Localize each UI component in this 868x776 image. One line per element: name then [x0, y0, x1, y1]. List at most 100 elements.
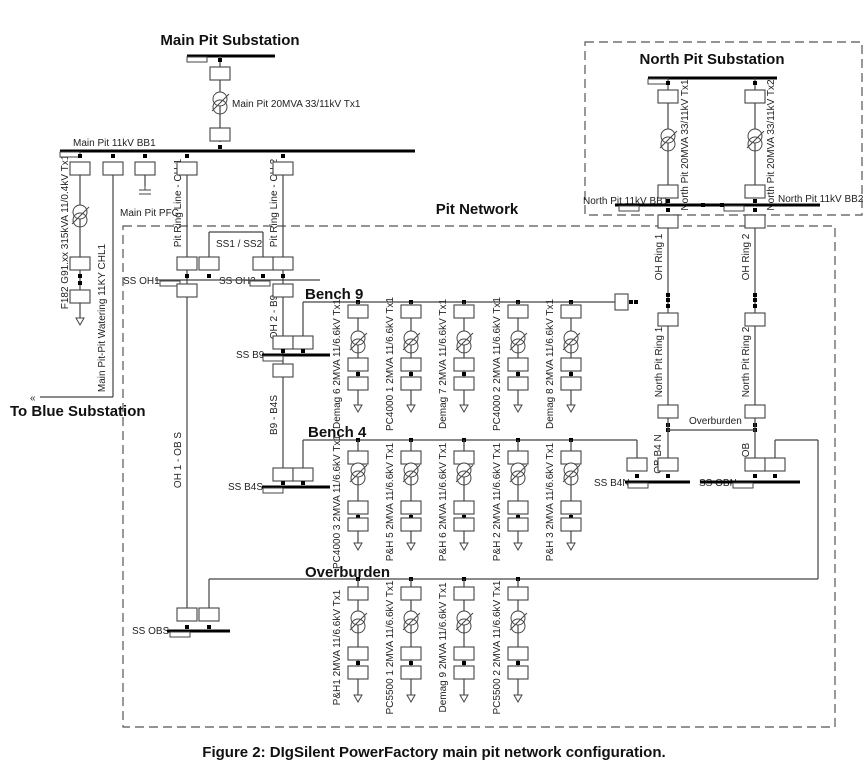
- breaker-box[interactable]: [744, 214, 766, 229]
- breaker-box[interactable]: [657, 184, 679, 199]
- breaker-box[interactable]: [453, 500, 475, 515]
- breaker-box[interactable]: [272, 161, 294, 176]
- breaker-box[interactable]: [453, 665, 475, 680]
- breaker-box[interactable]: [134, 161, 156, 176]
- breaker-box[interactable]: [400, 665, 422, 680]
- breaker-box[interactable]: [657, 214, 679, 229]
- ch1-box[interactable]: [176, 256, 198, 271]
- np-tx2-label: North Pit 20MVA 33/11kV Tx2: [766, 79, 777, 211]
- breaker-box[interactable]: [453, 586, 475, 601]
- breaker-box[interactable]: [347, 304, 369, 319]
- breaker-box[interactable]: [744, 184, 766, 199]
- breaker-box[interactable]: [560, 517, 582, 532]
- transformer-winding: [563, 330, 579, 346]
- breaker-box[interactable]: [744, 89, 766, 104]
- breaker-box[interactable]: [507, 304, 529, 319]
- tap-arrow: [349, 464, 368, 483]
- breaker-box[interactable]: [744, 404, 766, 419]
- breaker-box[interactable]: [272, 467, 294, 482]
- breaker-box[interactable]: [400, 517, 422, 532]
- breaker-box[interactable]: [272, 363, 294, 378]
- breaker-box[interactable]: [507, 646, 529, 661]
- np-tx2-icon: [746, 128, 765, 152]
- switch-icon: [629, 300, 633, 304]
- breaker-box[interactable]: [347, 586, 369, 601]
- breaker-box[interactable]: [507, 450, 529, 465]
- breaker-box[interactable]: [400, 304, 422, 319]
- breaker-box[interactable]: [176, 607, 198, 622]
- bus-label-box: [723, 205, 745, 212]
- breaker-box[interactable]: [69, 256, 91, 271]
- breaker-box[interactable]: [347, 517, 369, 532]
- transformer-winding: [563, 462, 579, 478]
- switch-icon: [356, 661, 360, 665]
- breaker-box[interactable]: [560, 357, 582, 372]
- breaker-box[interactable]: [453, 376, 475, 391]
- breaker-box[interactable]: [507, 586, 529, 601]
- breaker-box[interactable]: [176, 161, 198, 176]
- breaker-box[interactable]: [507, 665, 529, 680]
- breaker-box[interactable]: [507, 500, 529, 515]
- breaker-box[interactable]: [292, 467, 314, 482]
- tap-arrow: [562, 464, 581, 483]
- breaker-box[interactable]: [292, 335, 314, 350]
- breaker-box[interactable]: [507, 357, 529, 372]
- breaker-box[interactable]: [347, 500, 369, 515]
- breaker-box[interactable]: [69, 289, 91, 304]
- breaker-box[interactable]: [400, 646, 422, 661]
- breaker-box[interactable]: [400, 500, 422, 515]
- breaker-box[interactable]: [347, 665, 369, 680]
- switch-icon: [207, 274, 211, 278]
- breaker-box[interactable]: [507, 517, 529, 532]
- breaker-box[interactable]: [209, 127, 231, 142]
- breaker-box[interactable]: [657, 312, 679, 327]
- breaker-box[interactable]: [400, 357, 422, 372]
- breaker-box[interactable]: [453, 304, 475, 319]
- ch2-box[interactable]: [272, 256, 294, 271]
- transformer-winding: [563, 470, 579, 486]
- load-arrow-icon: [459, 694, 469, 704]
- switch-icon: [666, 474, 670, 478]
- breaker-box[interactable]: [453, 357, 475, 372]
- breaker-box[interactable]: [198, 607, 220, 622]
- breaker-box[interactable]: [400, 450, 422, 465]
- breaker-box[interactable]: [176, 283, 198, 298]
- breaker-box[interactable]: [744, 312, 766, 327]
- transformer-winding: [403, 610, 419, 626]
- breaker-box[interactable]: [453, 646, 475, 661]
- breaker-box[interactable]: [400, 376, 422, 391]
- breaker-box[interactable]: [560, 500, 582, 515]
- feeder-label: PC5500 2 2MVA 11/6.6kV Tx1: [492, 580, 503, 714]
- breaker-box[interactable]: [560, 376, 582, 391]
- breaker-box[interactable]: [560, 304, 582, 319]
- breaker-box[interactable]: [102, 161, 124, 176]
- breaker-box[interactable]: [560, 450, 582, 465]
- switch-icon: [301, 349, 305, 353]
- breaker-box[interactable]: [744, 457, 766, 472]
- breaker-box[interactable]: [347, 450, 369, 465]
- breaker-box[interactable]: [453, 517, 475, 532]
- breaker-box[interactable]: [272, 335, 294, 350]
- breaker-box[interactable]: [657, 404, 679, 419]
- switch-icon: [462, 661, 466, 665]
- breaker-box[interactable]: [347, 376, 369, 391]
- transformer-winding: [456, 330, 472, 346]
- breaker-box[interactable]: [400, 586, 422, 601]
- breaker-box[interactable]: [657, 457, 679, 472]
- breaker-box[interactable]: [764, 457, 786, 472]
- breaker-box[interactable]: [69, 161, 91, 176]
- breaker-box[interactable]: [347, 646, 369, 661]
- breaker-box[interactable]: [252, 256, 274, 271]
- switch-icon: [753, 474, 757, 478]
- breaker-box[interactable]: [209, 66, 231, 81]
- feeder-label: PC4000 1 2MVA 11/6.6kV Tx1: [385, 297, 396, 431]
- breaker-box[interactable]: [657, 89, 679, 104]
- np-tx1-icon: [659, 128, 678, 152]
- breaker-box[interactable]: [272, 283, 294, 298]
- breaker-box[interactable]: [347, 357, 369, 372]
- breaker-box[interactable]: [198, 256, 220, 271]
- breaker-box[interactable]: [453, 450, 475, 465]
- breaker-box[interactable]: [507, 376, 529, 391]
- breaker-box[interactable]: [626, 457, 648, 472]
